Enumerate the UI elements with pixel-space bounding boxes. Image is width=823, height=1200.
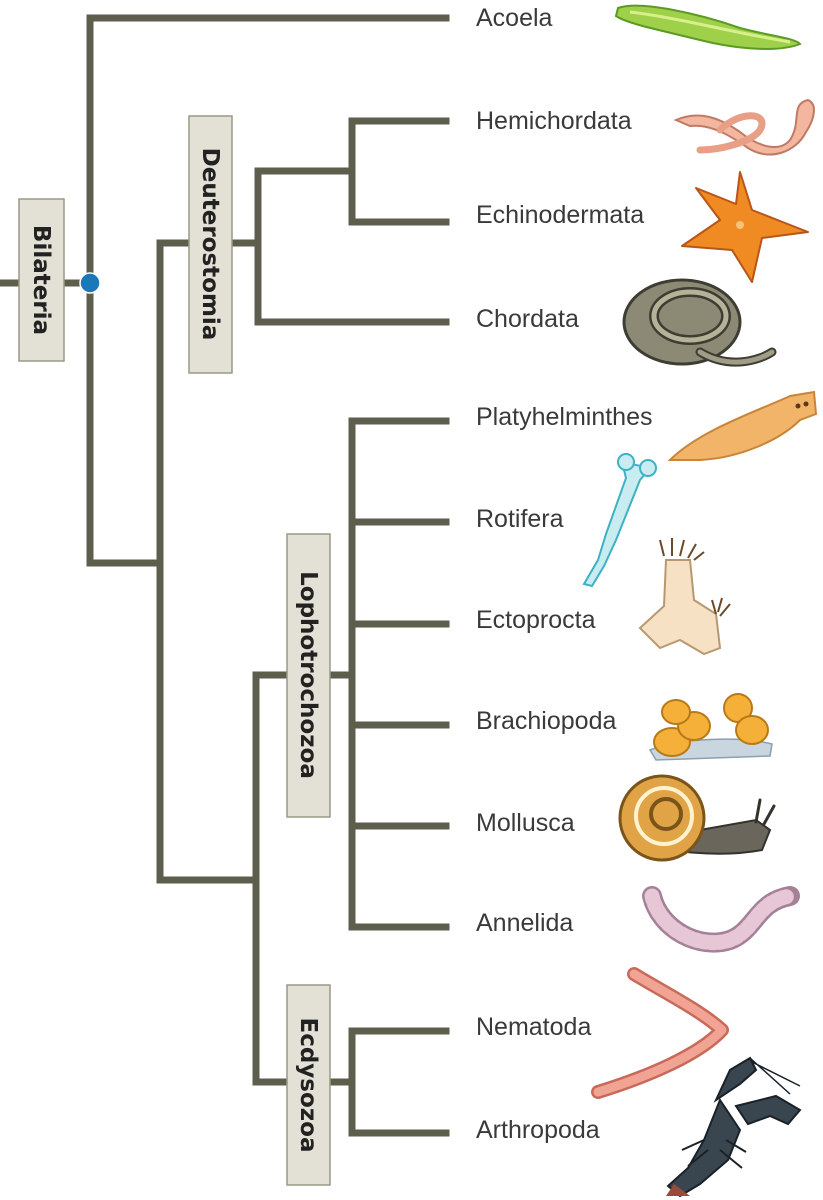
taxon-rotifera: Rotifera <box>476 505 564 533</box>
flatworm-icon <box>667 390 818 461</box>
bryozoan-icon <box>638 538 731 656</box>
clade-deuterostomia: Deuterostomia <box>188 115 233 374</box>
snake-icon <box>622 278 777 367</box>
taxon-mollusca: Mollusca <box>476 809 575 837</box>
rotifer-icon <box>582 453 657 588</box>
clade-label-ecdysozoa: Ecdysozoa <box>295 1017 321 1152</box>
clade-bilateria: Bilateria <box>18 198 65 362</box>
organism-illustrations <box>582 4 818 1198</box>
taxon-annelida: Annelida <box>476 909 573 937</box>
roundworm-icon <box>591 967 729 1099</box>
taxon-labels: Acoela Hemichordata Echinodermata Chorda… <box>476 4 652 1144</box>
clade-lophotrochozoa: Lophotrochozoa <box>286 533 331 818</box>
clade-label-lophotrochozoa: Lophotrochozoa <box>295 571 321 779</box>
taxon-hemichordata: Hemichordata <box>476 107 632 135</box>
taxon-echinodermata: Echinodermata <box>476 201 644 229</box>
taxon-platyhelminthes: Platyhelminthes <box>476 403 652 431</box>
clade-ecdysozoa: Ecdysozoa <box>286 984 331 1186</box>
sea-star-icon <box>681 171 809 283</box>
clade-label-bilateria: Bilateria <box>28 225 54 335</box>
acorn-worm-icon <box>673 98 815 156</box>
snail-icon <box>618 774 776 862</box>
bilateria-node-dot <box>79 272 101 294</box>
clade-box <box>18 198 65 362</box>
tree-branches <box>0 14 450 1137</box>
clade-box <box>188 115 233 374</box>
clade-box <box>286 533 331 818</box>
lobster-icon <box>666 1056 802 1198</box>
taxon-ectoprocta: Ectoprocta <box>476 606 596 634</box>
taxon-nematoda: Nematoda <box>476 1013 591 1041</box>
lamp-shell-icon <box>648 693 773 761</box>
taxon-arthropoda: Arthropoda <box>476 1116 600 1144</box>
flatworm-green-icon <box>614 4 802 50</box>
taxon-acoela: Acoela <box>476 4 553 32</box>
taxon-brachiopoda: Brachiopoda <box>476 707 616 735</box>
clade-label-deuterostomia: Deuterostomia <box>197 148 223 341</box>
earthworm-icon <box>642 886 800 953</box>
clade-box <box>286 984 331 1186</box>
taxon-chordata: Chordata <box>476 305 579 333</box>
